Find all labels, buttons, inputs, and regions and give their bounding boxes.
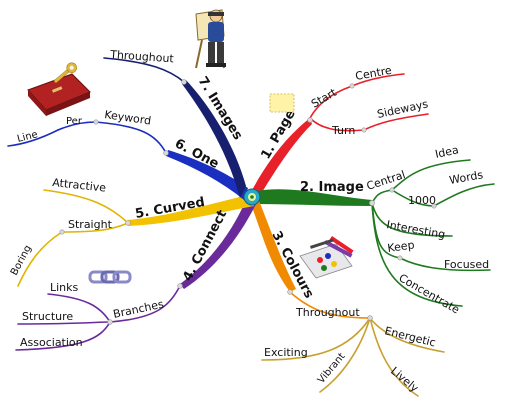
subbranch-links [47,293,111,323]
label-central: Central [365,168,407,193]
central-hub-icon [243,188,261,206]
label-turn: Turn [331,124,355,137]
joint-dot [125,220,131,226]
subbranch-1000 [391,189,435,207]
label-focused: Focused [444,258,489,271]
branch-image [250,189,372,206]
joint-dot [107,319,113,325]
label-links: Links [50,281,79,294]
joint-dot [431,203,437,209]
branch-images [182,80,246,198]
label-centre: Centre [354,64,393,83]
joint-dot [367,315,373,321]
label-throughout-colours: Throughout [295,306,360,319]
label-attractive: Attractive [52,176,107,195]
joint-dot [163,150,169,156]
label-per: Per [66,116,83,127]
subbranch-turn [309,117,365,132]
branch-connect [180,200,256,289]
joint-dot [287,289,293,295]
subbranch-straight [61,222,129,233]
label-boring: Boring [9,243,34,277]
joint-dot [93,119,99,125]
yellow-sticky-note-icon [269,93,295,113]
joint-dot [361,127,367,133]
branch-one [166,150,248,200]
subbranch-branches [109,285,181,323]
subbranch-boring [17,231,63,287]
chain-links-icon [88,270,132,284]
joint-dot [181,79,187,85]
branch-colours [250,198,296,292]
label-energetic: Energetic [383,324,437,349]
subbranch-interesting [371,202,453,237]
label-structure: Structure [22,310,73,323]
subbranch-per [57,121,97,131]
subbranch-structure [17,321,111,325]
red-book-with-key-icon [27,62,91,116]
subbranch-throughout-images [103,57,185,83]
joint-dot [349,83,355,89]
subbranch-line [7,129,59,147]
joint-dot [307,117,313,123]
label-sideways: Sideways [376,97,430,121]
label-words: Words [448,168,484,187]
subbranch-words [433,183,495,207]
label-idea: Idea [434,143,460,161]
joint-dot [177,283,183,289]
label-start: Start [309,86,339,111]
label-vibrant: Vibrant [316,351,348,386]
subbranch-centre [351,73,405,87]
subbranch-association [15,321,111,351]
subbranch-focused [399,257,491,272]
joint-dot [397,255,403,261]
label-1000: 1000 [408,194,436,207]
label-lively: Lively [388,364,421,395]
label-keyword: Keyword [104,108,152,127]
joint-dot [389,187,395,193]
label-line: Line [16,129,39,145]
subbranch-concentrate [371,202,463,307]
branch-curved [128,194,254,226]
subbranch-sideways [363,113,429,131]
subbranch-exciting [261,317,371,361]
label-association: Association [20,336,83,349]
label-keep: Keep [387,238,416,255]
subbranch-throughout-colours [289,291,371,319]
subbranch-lively [369,317,419,397]
label-concentrate: Concentrate [397,271,462,316]
label-exciting: Exciting [264,346,308,359]
branch-page [248,118,312,202]
joint-dot [369,200,375,206]
subbranch-energetic [369,317,445,353]
label-throughout-images: Throughout [109,48,175,66]
joint-dot [59,229,65,235]
subbranch-central [371,189,393,204]
subbranch-idea [391,159,471,191]
subbranch-vibrant [319,317,371,393]
label-straight: Straight [68,218,113,231]
label-image: 2. Image [300,180,364,195]
subbranch-keyword [95,121,167,154]
label-interesting: Interesting [385,218,446,241]
art-supplies-icon [299,236,354,279]
subbranch-start [309,85,353,119]
subbranch-attractive [43,189,129,224]
artist-at-easel-icon [195,9,226,69]
